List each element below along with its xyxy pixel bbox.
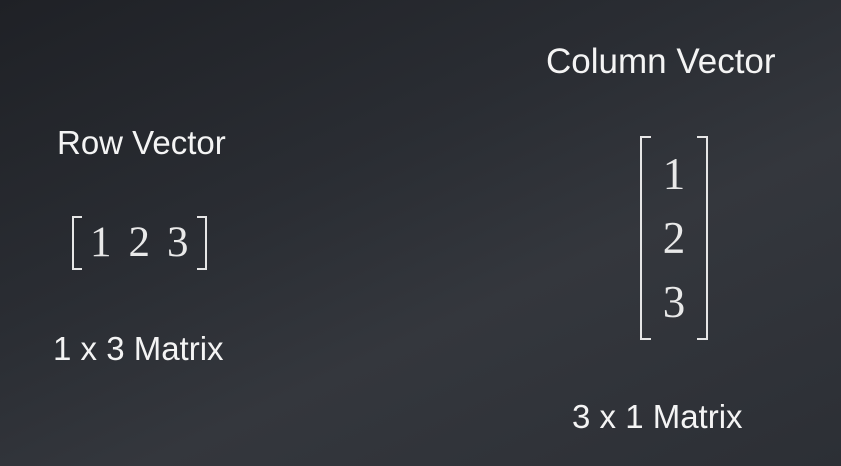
column-entry: 2 — [662, 213, 686, 263]
row-entry: 2 — [128, 219, 151, 266]
right-bracket — [196, 216, 207, 270]
row-vector-entries: 1 2 3 — [82, 216, 197, 270]
row-vector-title: Row Vector — [57, 124, 226, 161]
column-vector-size-label: 3 x 1 Matrix — [572, 398, 743, 435]
column-vector-entries: 1 2 3 — [640, 142, 708, 334]
right-bracket — [697, 136, 708, 340]
left-bracket — [72, 216, 82, 270]
left-bracket — [640, 136, 651, 340]
column-entry: 1 — [662, 149, 686, 199]
row-vector-size-label: 1 x 3 Matrix — [53, 330, 224, 367]
row-vector-matrix: 1 2 3 — [72, 214, 207, 272]
row-entry: 3 — [167, 219, 189, 266]
row-entry: 1 — [90, 219, 112, 266]
column-entry: 3 — [662, 277, 686, 327]
column-vector-matrix: 1 2 3 — [640, 136, 708, 340]
column-vector-title: Column Vector — [546, 42, 776, 81]
